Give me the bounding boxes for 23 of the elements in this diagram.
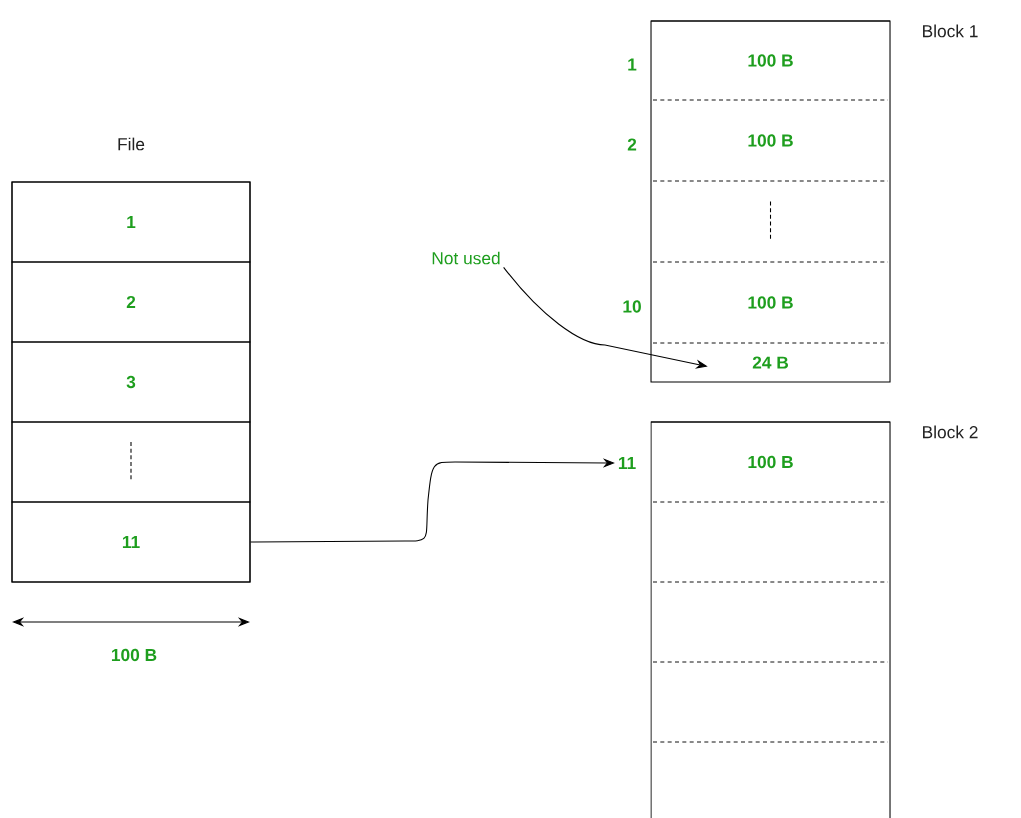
memory-cell: 100 B bbox=[748, 296, 793, 309]
memory-cell: 100 B bbox=[650, 421, 891, 469]
memory-cell: 1 bbox=[11, 181, 251, 263]
row-number: 11 bbox=[618, 457, 636, 469]
divider-line bbox=[652, 741, 889, 743]
memory-cell: 100 B bbox=[748, 134, 793, 147]
empty-cell bbox=[11, 421, 251, 503]
dimension-label: 100 B bbox=[111, 648, 157, 662]
memory-cell: 100 B bbox=[650, 20, 891, 67]
row-number: 1 bbox=[628, 58, 637, 71]
row-number: 2 bbox=[627, 138, 637, 151]
memory-cell: 24 B bbox=[752, 356, 788, 369]
note-text: Not used bbox=[432, 251, 500, 265]
memory-cell: 3 bbox=[11, 341, 251, 423]
row-number: 10 bbox=[623, 300, 641, 313]
block-title: File bbox=[118, 137, 145, 151]
divider-line bbox=[652, 581, 889, 583]
memory-cell: 11 bbox=[11, 501, 251, 583]
block-title: Block 1 bbox=[923, 24, 978, 38]
divider-line bbox=[652, 501, 889, 503]
memory-cell: 2 bbox=[11, 261, 251, 343]
divider-line bbox=[652, 661, 889, 663]
block-title: Block 2 bbox=[923, 425, 978, 439]
